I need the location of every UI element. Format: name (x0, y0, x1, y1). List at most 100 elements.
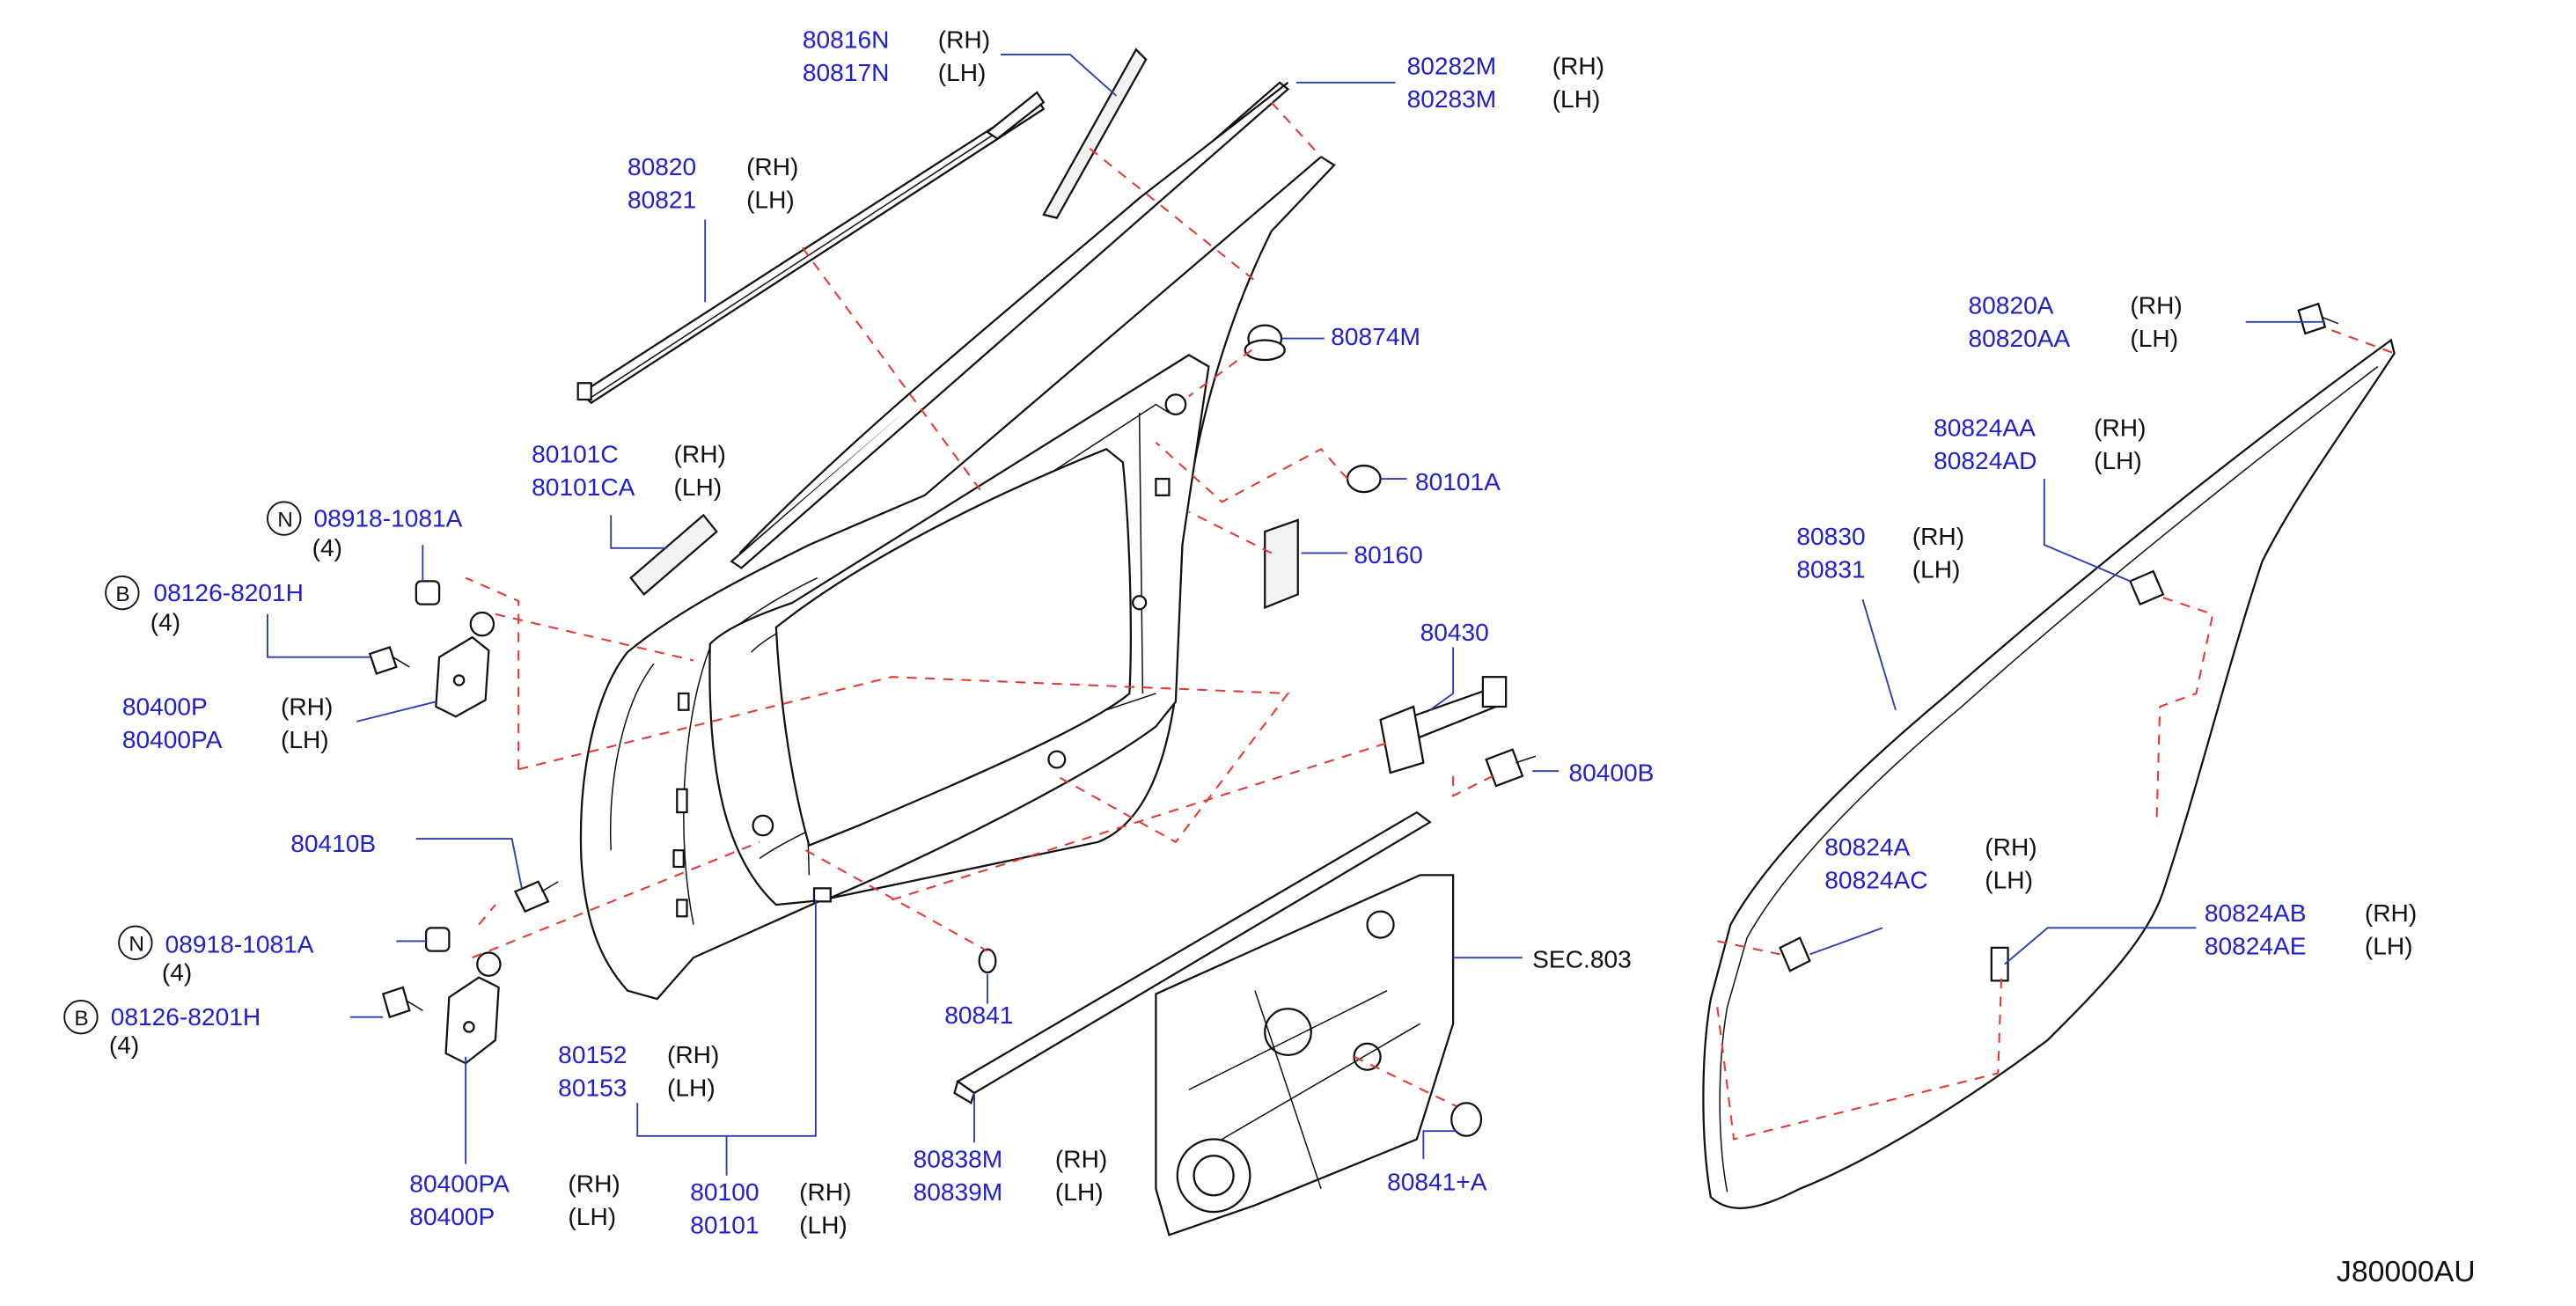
callout-80283m-side: (LH) (1552, 85, 1601, 113)
callout-80817n: 80817N (803, 59, 890, 86)
callout-80821: 80821 (627, 186, 696, 213)
callout-80824ad: 80824AD (1934, 447, 2037, 474)
callout-80839m-side: (LH) (1055, 1178, 1104, 1206)
callout-80824a: 80824A (1824, 833, 1910, 861)
nut-circle-marker (267, 501, 302, 536)
belt-moulding-drawing (953, 811, 1432, 1104)
callout-80839m: 80839M (914, 1178, 1003, 1206)
seal-piece-drawing (629, 513, 718, 597)
callout-80820a: 80820A (1969, 291, 2054, 319)
nut-circle-letter: N (277, 508, 293, 532)
callout-80100-side: (RH) (799, 1178, 851, 1206)
callout-80824ad-side: (LH) (2094, 447, 2142, 474)
callout-80400p-lower: 80400P (409, 1203, 495, 1230)
grommet-drawing (1244, 324, 1286, 362)
callout-80830: 80830 (1796, 523, 1865, 550)
dashed-reference-lines (465, 101, 2395, 1141)
callout-80817n-side: (LH) (938, 59, 987, 86)
callout-80430: 80430 (1420, 619, 1489, 646)
callout-80160: 80160 (1354, 541, 1423, 569)
regulator-panel-drawing (1155, 874, 1483, 1236)
callout-80820aa-side: (LH) (2130, 325, 2178, 352)
callout-80831-side: (LH) (1912, 556, 1961, 583)
callout-80101c: 80101C (532, 440, 619, 467)
callout-80400b: 80400B (1568, 759, 1654, 786)
lower-hinge-drawing (381, 927, 502, 1065)
callout-80874m: 80874M (1331, 323, 1420, 350)
callout-80824ae-side: (LH) (2365, 932, 2413, 959)
callout-80824ab: 80824AB (2205, 899, 2307, 927)
leader-lines (267, 53, 2325, 1176)
callout-80400pa-lower-side: (RH) (568, 1170, 620, 1198)
callout-80400p: 80400P (122, 693, 208, 720)
callout-80101-side: (LH) (799, 1211, 848, 1238)
callout-08126-8201h-lower: 08126-8201H (111, 1003, 261, 1031)
callout-80100: 80100 (690, 1178, 759, 1206)
callout-80820: 80820 (627, 153, 696, 180)
callout-80400pa-lower: 80400PA (409, 1170, 510, 1198)
callout-80101ca: 80101CA (532, 473, 635, 501)
nut-circle-marker-lower (118, 925, 153, 960)
callout-08918-1081a-upper: 08918-1081A (313, 504, 462, 532)
callout-80153-side: (LH) (667, 1075, 716, 1102)
bolt-circle-letter-lower: B (74, 1007, 88, 1031)
window-moulding-drawing (576, 91, 1046, 405)
callout-80820a-side: (RH) (2130, 291, 2182, 319)
callout-80101: 80101 (690, 1211, 759, 1238)
callout-80400pa-side: (LH) (281, 726, 329, 753)
callout-80283m: 80283M (1407, 85, 1497, 113)
callout-08918-1081a-lower: 08918-1081A (165, 931, 314, 958)
callout-80824aa-side: (RH) (2094, 414, 2146, 441)
sheet-drawing (1264, 518, 1299, 610)
callout-08126-8201h-upper: 08126-8201H (153, 579, 303, 606)
callout-80282m: 80282M (1407, 52, 1497, 79)
callout-80153: 80153 (558, 1075, 627, 1102)
callout-80821-side: (LH) (746, 186, 795, 213)
callout-80831: 80831 (1796, 556, 1865, 583)
callout-08918-1081a-upper-qty: (4) (312, 534, 342, 561)
callout-80400p-lower-side: (LH) (568, 1203, 616, 1230)
callout-80824ae: 80824AE (2205, 932, 2307, 959)
callout-80282m-side: (RH) (1552, 52, 1604, 79)
callout-80101a: 80101A (1415, 468, 1501, 495)
diagram-reference-code: J80000AU (2337, 1255, 2476, 1288)
door-inner-frame-drawing (672, 354, 1210, 918)
callout-80820-side: (RH) (746, 153, 798, 180)
callout-80400pa: 80400PA (122, 726, 223, 753)
callout-80824aa: 80824AA (1934, 414, 2036, 441)
callout-80816n: 80816N (803, 26, 890, 53)
callout-80830-side: (RH) (1912, 523, 1964, 550)
callout-80400p-side: (RH) (281, 693, 333, 720)
callout-80820aa: 80820AA (1969, 325, 2071, 352)
callout-80152: 80152 (558, 1041, 627, 1068)
callout-80101c-side: (RH) (674, 440, 726, 467)
nut-circle-letter-lower: N (128, 933, 144, 957)
hole-plug-drawing (978, 948, 997, 974)
striker-bolt-drawing (513, 880, 559, 913)
callout-80824ab-side: (RH) (2365, 899, 2417, 927)
door-check-drawing (1379, 676, 1537, 788)
callout-80824ac-side: (LH) (1985, 866, 2033, 893)
callout-08126-8201h-upper-qty: (4) (150, 609, 180, 636)
callout-08126-8201h-lower-qty: (4) (109, 1031, 139, 1059)
callout-80838m-side: (RH) (1055, 1145, 1107, 1172)
sash-trim-drawing (1042, 48, 1148, 219)
glass-run-drawing (730, 81, 1290, 569)
callout-08918-1081a-lower-qty: (4) (162, 958, 192, 986)
callout-80816n-side: (RH) (938, 26, 990, 53)
bolt-circle-letter: B (115, 583, 129, 606)
callout-80824ac: 80824AC (1824, 866, 1927, 893)
callout-80410b: 80410B (290, 830, 376, 857)
bolt-circle-marker-lower (63, 999, 99, 1035)
plug-drawing (1346, 464, 1382, 494)
weatherstrip-drawing (1702, 338, 2396, 1209)
callout-80101ca-side: (LH) (674, 473, 723, 501)
callout-80838m: 80838M (914, 1145, 1003, 1172)
callout-80824a-side: (RH) (1985, 833, 2037, 861)
callout-80152-side: (RH) (667, 1041, 719, 1068)
callout-80841-plus-a: 80841+A (1387, 1169, 1487, 1196)
callout-sec-803: SEC.803 (1532, 945, 1632, 972)
bolt-circle-marker (105, 575, 140, 611)
